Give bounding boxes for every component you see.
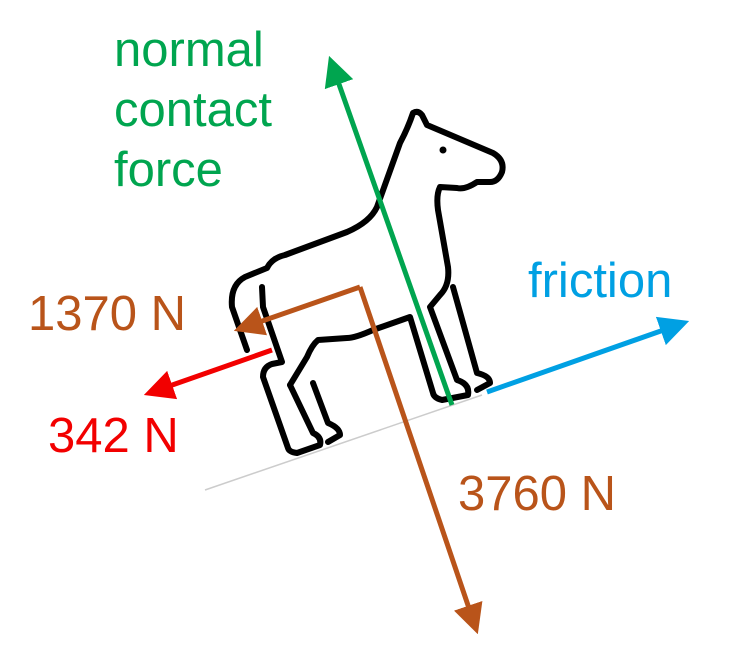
friction-label: friction — [528, 254, 673, 308]
weight-label: 3760 N — [458, 467, 617, 521]
parallel-weight-label: 1370 N — [28, 287, 187, 341]
friction-arrow — [486, 316, 690, 395]
parallel-weight-arrow — [233, 284, 361, 336]
incline-line — [204, 394, 483, 491]
drag-arrow — [143, 347, 273, 400]
horse-icon — [228, 108, 506, 456]
drag-label: 342 N — [48, 409, 179, 463]
normal-force-label: normal contact force — [114, 23, 272, 197]
weight-arrow — [357, 286, 483, 635]
normal-force-arrow — [324, 55, 455, 406]
